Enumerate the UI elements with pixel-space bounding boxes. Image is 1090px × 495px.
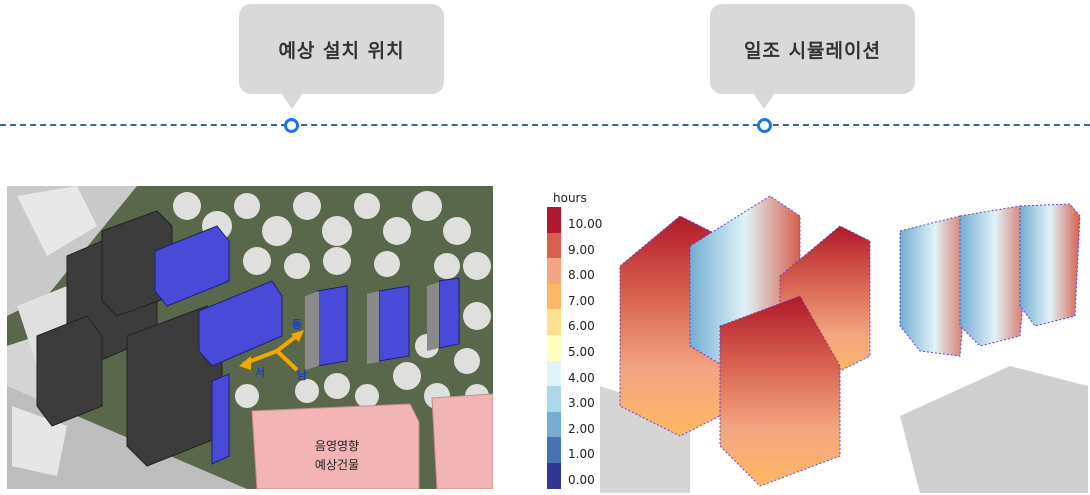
legend-swatch bbox=[547, 437, 561, 463]
callout-install-location: 예상 설치 위치 bbox=[239, 4, 444, 109]
legend-swatch bbox=[547, 411, 561, 438]
legend-swatch bbox=[547, 334, 561, 361]
affected-building-line1: 음영영향 bbox=[315, 439, 359, 453]
legend-value: 2.00 bbox=[568, 421, 595, 436]
legend-value: 7.00 bbox=[568, 293, 595, 308]
callout-sun-simulation: 일조 시뮬레이션 bbox=[710, 4, 915, 109]
label-east: 동 bbox=[292, 318, 302, 331]
timeline-node-left bbox=[284, 118, 299, 133]
callout-tail bbox=[281, 93, 303, 109]
legend-swatch bbox=[547, 462, 561, 489]
legend-color-bar bbox=[547, 207, 561, 489]
callout-sun-simulation-text: 일조 시뮬레이션 bbox=[744, 39, 881, 62]
legend-value: 3.00 bbox=[568, 396, 595, 411]
legend-value: 6.00 bbox=[568, 319, 595, 334]
timeline-node-right bbox=[757, 118, 772, 133]
legend-swatch bbox=[547, 386, 561, 412]
legend-swatch bbox=[547, 207, 561, 233]
callout-tail bbox=[753, 93, 775, 109]
legend-title: hours bbox=[553, 191, 587, 205]
legend-value: 0.00 bbox=[568, 473, 595, 487]
legend-value: 9.00 bbox=[568, 242, 595, 257]
legend-value: 8.00 bbox=[568, 268, 595, 283]
legend-swatch bbox=[547, 258, 561, 284]
site-map-drawing: 동 서 남 음영영향 예상건물 bbox=[7, 186, 493, 489]
affected-building-line2: 예상건물 bbox=[315, 458, 359, 472]
sun-simulation-drawing bbox=[600, 195, 1088, 493]
legend-value: 10.00 bbox=[568, 217, 603, 231]
legend-value: 4.00 bbox=[568, 370, 595, 385]
legend-value: 1.00 bbox=[568, 447, 595, 462]
legend-swatch bbox=[547, 309, 561, 335]
legend-swatch bbox=[547, 283, 561, 310]
label-west: 서 bbox=[255, 365, 265, 379]
label-south: 남 bbox=[297, 369, 307, 382]
timeline-dashed-line bbox=[0, 124, 1090, 126]
legend-swatch bbox=[547, 360, 561, 387]
site-map-image: 동 서 남 음영영향 예상건물 bbox=[7, 186, 493, 489]
callout-install-location-text: 예상 설치 위치 bbox=[278, 39, 405, 62]
legend-value: 5.00 bbox=[568, 345, 595, 359]
legend-swatch bbox=[547, 232, 561, 259]
sun-simulation-image bbox=[540, 186, 1088, 493]
